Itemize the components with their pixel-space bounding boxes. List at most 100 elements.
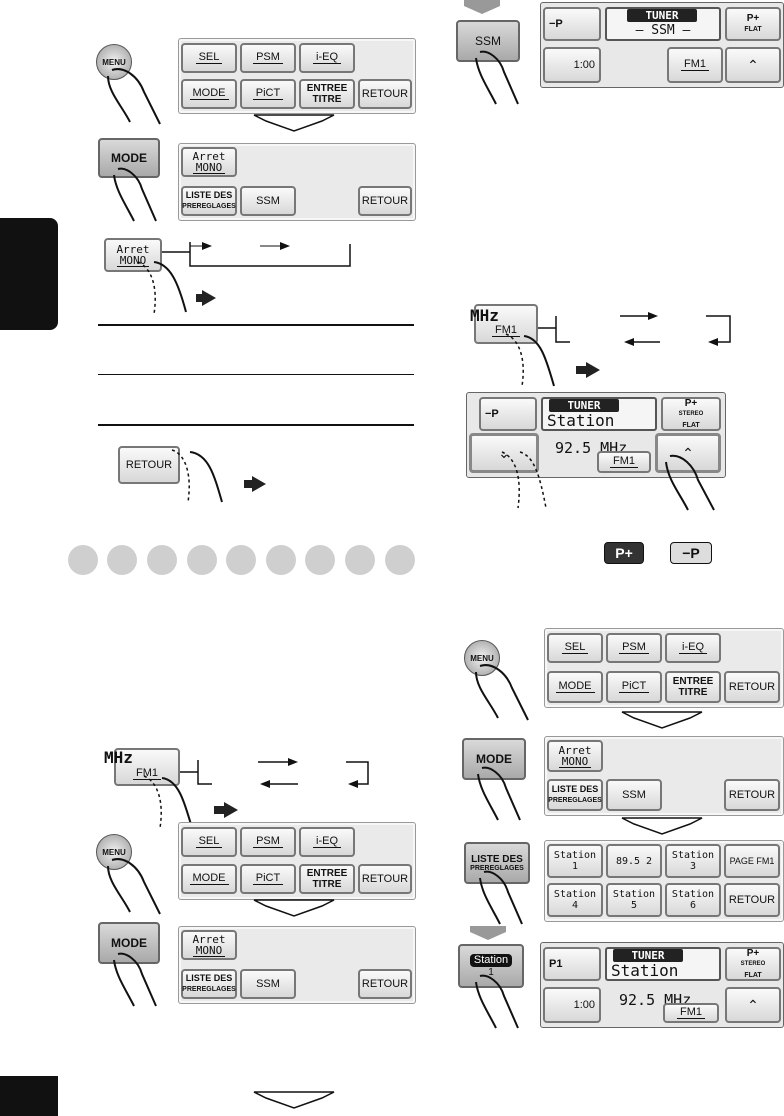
finger-hand-icon <box>107 68 161 125</box>
preset-6-button[interactable]: Station 6 <box>665 883 721 917</box>
down-arrow-icon <box>621 817 703 835</box>
menu-button[interactable]: MENU <box>96 44 132 80</box>
preset-4-button[interactable]: Station 4 <box>547 883 603 917</box>
dot <box>385 545 415 575</box>
retour-button[interactable]: RETOUR <box>358 864 412 894</box>
preset-5-button[interactable]: Station 5 <box>606 883 662 917</box>
dot <box>266 545 296 575</box>
mhz-label: MHz <box>470 306 499 325</box>
p-minus-button[interactable]: P1 <box>543 947 601 981</box>
seek-up-button[interactable]: ⌃ <box>725 47 781 83</box>
preset-3-button[interactable]: Station 3 <box>665 844 721 878</box>
psm-button[interactable]: PSM <box>606 633 662 663</box>
divider <box>98 324 414 326</box>
tuner-lcd: TUNER Station <box>605 947 721 981</box>
retour-button[interactable]: RETOUR <box>358 969 412 999</box>
right-arrow-icon <box>202 290 216 306</box>
entree-titre-button[interactable]: ENTREE TITRE <box>299 79 355 109</box>
down-arrow-icon <box>621 711 703 729</box>
band-button[interactable]: FM1 <box>663 1003 719 1023</box>
menu-button[interactable]: MENU <box>464 640 500 676</box>
sel-button[interactable]: SEL <box>181 827 237 857</box>
right-arrow-icon <box>252 476 266 492</box>
page-number-tab <box>0 1076 58 1116</box>
pict-button[interactable]: PiCT <box>606 671 662 703</box>
mode-big-button[interactable]: MODE <box>98 922 160 964</box>
p-plus-icon: P+ <box>604 542 644 564</box>
mode-button[interactable]: MODE <box>181 864 237 894</box>
menu-button[interactable]: MENU <box>96 834 132 870</box>
seek-down-button[interactable]: 1:00 <box>543 987 601 1023</box>
ieq-button[interactable]: i-EQ <box>299 43 355 73</box>
retour-button[interactable]: RETOUR <box>118 446 180 484</box>
menu-panel: SEL PSM i-EQ MODE PiCT ENTREE TITRE RETO… <box>544 628 784 708</box>
retour-button[interactable]: RETOUR <box>724 883 780 917</box>
ssm-button[interactable]: SSM <box>606 779 662 811</box>
p-plus-button[interactable]: P+FLAT <box>725 7 781 41</box>
band-button[interactable]: FM1 <box>597 451 651 473</box>
p-minus-button[interactable]: −P <box>479 397 537 431</box>
cycle-flow-icon <box>538 312 731 346</box>
down-arrow-icon <box>253 899 335 917</box>
finger-hand-icon <box>171 449 223 503</box>
sel-button[interactable]: SEL <box>181 43 237 73</box>
seek-down-button[interactable]: 1:00 <box>543 47 601 83</box>
p-minus-button[interactable]: −P <box>543 7 601 41</box>
entree-titre-button[interactable]: ENTREE TITRE <box>665 671 721 703</box>
retour-button[interactable]: RETOUR <box>358 79 412 109</box>
ieq-button[interactable]: i-EQ <box>299 827 355 857</box>
ssm-big-button[interactable]: SSM <box>456 20 520 62</box>
psm-button[interactable]: PSM <box>240 827 296 857</box>
page-button[interactable]: PAGE FM1 <box>724 844 780 878</box>
down-arrow-icon <box>253 114 335 132</box>
finger-hand-icon <box>505 333 555 387</box>
divider <box>98 424 414 426</box>
station-name: Station <box>547 411 615 430</box>
mode-big-button[interactable]: MODE <box>462 738 526 780</box>
preset-1-button[interactable]: Station 1 <box>547 844 603 878</box>
retour-button[interactable]: RETOUR <box>724 671 780 703</box>
seek-up-button[interactable]: ⌃ <box>725 987 781 1023</box>
finger-hand-icon <box>477 766 521 821</box>
ssm-button[interactable]: SSM <box>240 186 296 216</box>
menu-panel: SEL PSM i-EQ MODE PiCT ENTREE TITRE RETO… <box>178 822 416 900</box>
pict-button[interactable]: PiCT <box>240 864 296 894</box>
mode-button[interactable]: MODE <box>547 671 603 703</box>
tuner-label: TUNER <box>549 399 619 412</box>
retour-button[interactable]: RETOUR <box>358 186 412 216</box>
psm-button[interactable]: PSM <box>240 43 296 73</box>
band-button[interactable]: FM1 <box>667 47 723 83</box>
finger-hand-icon <box>479 870 523 925</box>
finger-hand-icon <box>475 664 529 721</box>
ssm-button[interactable]: SSM <box>240 969 296 999</box>
retour-button[interactable]: RETOUR <box>724 779 780 811</box>
cycle-flow-icon <box>162 242 351 267</box>
mode-button[interactable]: MODE <box>181 79 237 109</box>
finger-hand-icon <box>113 952 157 1007</box>
sel-button[interactable]: SEL <box>547 633 603 663</box>
finger-hand-icon <box>113 167 157 222</box>
ieq-button[interactable]: i-EQ <box>665 633 721 663</box>
preset-2-button[interactable]: 89.5 2 <box>606 844 662 878</box>
dot <box>187 545 217 575</box>
finger-hand-icon <box>143 775 193 829</box>
entree-titre-button[interactable]: ENTREE TITRE <box>299 864 355 894</box>
pict-button[interactable]: PiCT <box>240 79 296 109</box>
down-arrow-icon <box>253 1091 335 1109</box>
right-arrow-icon <box>586 362 600 378</box>
